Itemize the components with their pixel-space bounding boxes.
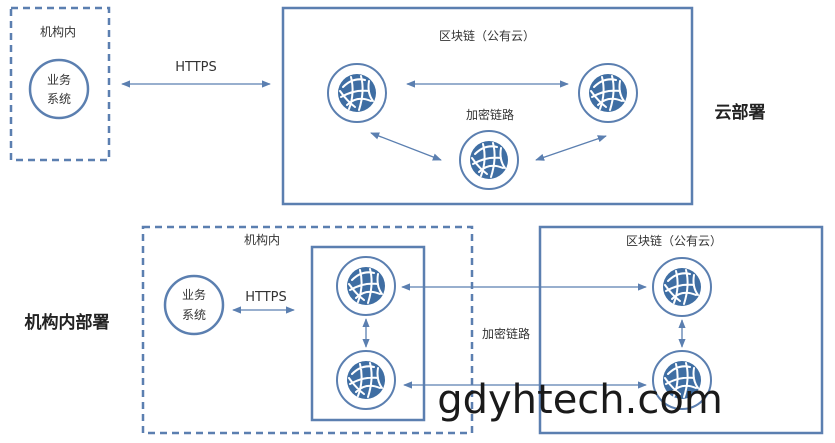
chain-node-cloud-top <box>652 257 712 317</box>
encrypted-link-label-bottom: 加密链路 <box>482 326 530 341</box>
onprem-deploy-label: 机构内部署 <box>25 312 110 333</box>
link-top-left-bottom <box>370 132 442 161</box>
business-system-top: 业务 系统 <box>28 58 90 120</box>
blockchain-cloud-box-top <box>281 6 694 206</box>
business-label-line1-top: 业务 <box>47 72 71 87</box>
business-label-line1-bottom: 业务 <box>182 287 206 302</box>
org-label-bottom: 机构内 <box>244 232 280 247</box>
chain-node-local-bottom <box>336 350 396 410</box>
blockchain-cloud-box-bottom <box>538 225 824 435</box>
encrypted-link-label-top: 加密链路 <box>466 107 514 122</box>
https-label-top: HTTPS <box>175 60 217 75</box>
chain-node-top-bottom <box>459 130 519 190</box>
link-top-right-bottom <box>535 135 607 161</box>
business-label-line2-top: 系统 <box>47 92 71 106</box>
business-label-line2-bottom: 系统 <box>182 308 206 322</box>
https-label-bottom: HTTPS <box>245 290 287 305</box>
org-boundary-top <box>9 6 111 162</box>
local-node-box <box>310 245 426 422</box>
chain-node-top-right <box>578 63 638 123</box>
org-boundary-bottom <box>141 225 474 435</box>
cloud-deploy-label: 云部署 <box>715 102 766 123</box>
org-label-top: 机构内 <box>40 24 76 39</box>
watermark: gdyhtech.com <box>437 377 723 423</box>
blockchain-label-bottom: 区块链（公有云） <box>626 233 722 248</box>
business-system-bottom: 业务 系统 <box>163 274 225 336</box>
blockchain-label-top: 区块链（公有云） <box>439 28 535 43</box>
chain-node-top-left <box>327 63 387 123</box>
chain-node-local-top <box>336 256 396 316</box>
